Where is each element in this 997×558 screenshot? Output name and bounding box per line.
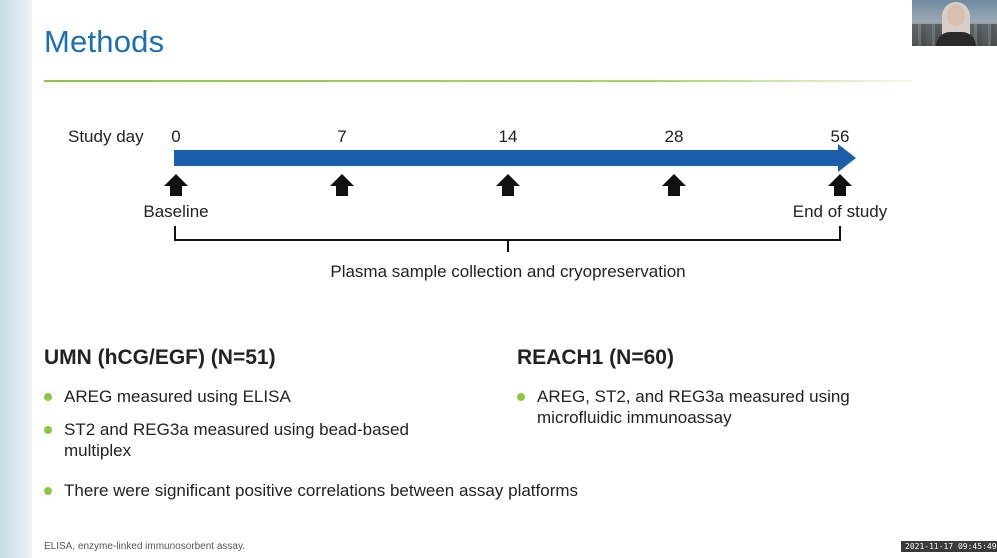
conclusion-text: There were significant positive correlat… (64, 481, 579, 500)
timeline-tick-day-14: 14 (498, 127, 518, 146)
slide-title: Methods (44, 24, 165, 59)
timeline-arrow-shaft (174, 150, 838, 166)
umn-cohort-heading: UMN (hCG/EGF) (N=51) (44, 346, 276, 369)
bullet-text: ST2 and REG3a measured using bead-based … (64, 420, 409, 460)
timeline-tick-day-7: 7 (337, 127, 347, 146)
list-item: ST2 and REG3a measured using bead-based … (44, 419, 474, 461)
footnote: ELISA, enzyme-linked immunosorbent assay… (44, 541, 246, 552)
reach1-cohort-heading: REACH1 (N=60) (517, 346, 674, 369)
sample-collection-caption: Plasma sample collection and cryopreserv… (330, 262, 686, 281)
bullet-dot-icon (517, 393, 525, 401)
bullet-text: AREG measured using ELISA (64, 387, 291, 406)
bullet-text: AREG, ST2, and REG3a measured using micr… (537, 387, 850, 427)
bullet-dot-icon (44, 393, 52, 401)
end-of-study-label: End of study (792, 202, 888, 221)
timeline-tick-day-28: 28 (664, 127, 684, 146)
collection-bracket (174, 226, 841, 252)
list-item: There were significant positive correlat… (44, 480, 744, 501)
sample-marker-arrow-icon (164, 174, 188, 196)
left-decorative-strip (0, 0, 32, 558)
presenter-shoulders (936, 32, 976, 46)
timeline-tick-day-0: 0 (171, 127, 181, 146)
title-divider (44, 80, 912, 82)
sample-marker-arrow-icon (828, 174, 852, 196)
bullet-dot-icon (44, 487, 52, 495)
timeline-tick-day-56: 56 (830, 127, 850, 146)
list-item: AREG measured using ELISA (44, 386, 474, 407)
conclusion-bullet-list: There were significant positive correlat… (44, 480, 744, 501)
sample-marker-arrow-icon (662, 174, 686, 196)
recording-timestamp: 2021-11-17 09:45:49 (901, 541, 997, 552)
presenter-face (947, 4, 965, 26)
timeline-arrow-head (838, 144, 856, 172)
presenter-webcam-thumbnail (912, 0, 997, 46)
umn-bullet-list: AREG measured using ELISA ST2 and REG3a … (44, 386, 474, 461)
list-item: AREG, ST2, and REG3a measured using micr… (517, 386, 917, 428)
baseline-label: Baseline (143, 202, 209, 221)
bullet-dot-icon (44, 426, 52, 434)
sample-marker-arrow-icon (496, 174, 520, 196)
study-day-label: Study day (68, 127, 144, 146)
sample-marker-arrow-icon (330, 174, 354, 196)
timeline-graphic (164, 144, 856, 252)
reach1-bullet-list: AREG, ST2, and REG3a measured using micr… (517, 386, 917, 428)
